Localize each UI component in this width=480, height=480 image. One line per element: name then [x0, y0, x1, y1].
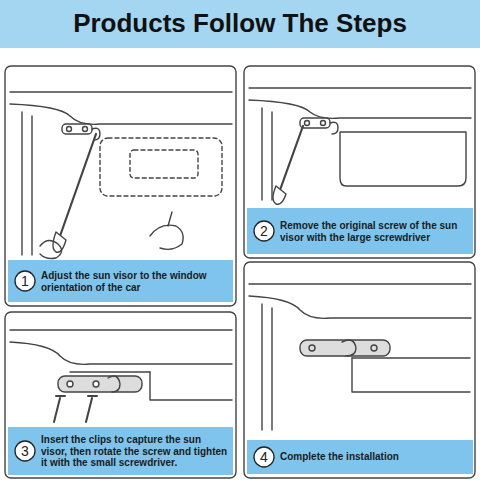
step-text: Remove the original screw of the sun vis… [280, 220, 469, 243]
screwdriver-shaft [280, 126, 303, 190]
screw-head [309, 345, 315, 351]
screwdriver-handle [273, 186, 286, 204]
step-number: 3 [14, 443, 36, 459]
visor-edge [352, 357, 470, 358]
step-number-circle: 1 [14, 270, 36, 292]
headliner-edge [249, 100, 471, 118]
circle-shape [15, 271, 35, 291]
screw-head [371, 345, 377, 351]
circle-shape [254, 447, 274, 467]
circle-shape [15, 441, 35, 461]
step-number: 4 [253, 449, 275, 465]
step-text: Insert the clips to capture the sun viso… [41, 434, 229, 469]
panel-frame [5, 312, 236, 478]
visor-hook [330, 122, 338, 134]
step-label-box: Complete the installation 4 [247, 440, 473, 474]
roof-edge [10, 329, 232, 330]
screw-head [305, 121, 310, 126]
clip-plate [58, 376, 142, 392]
mirror-outline [130, 150, 198, 178]
headliner-edge [249, 296, 471, 318]
pillar-line [271, 112, 272, 200]
headliner-edge [10, 104, 232, 124]
step-number-circle: 3 [14, 440, 36, 462]
screw [86, 398, 92, 422]
step-label-box: Insert the clips to capture the sun viso… [8, 427, 233, 475]
roof-edge [10, 91, 232, 92]
step-text: Adjust the sun visor to the window orien… [41, 270, 229, 293]
screw-hole [67, 381, 73, 387]
panel-frame [244, 262, 475, 478]
roof-edge [249, 87, 471, 88]
screwdriver-shaft [60, 134, 96, 236]
step-label-box: Adjust the sun visor to the window orien… [8, 260, 233, 302]
hand [150, 225, 183, 249]
sun-visor [352, 358, 470, 392]
step-number: 2 [253, 223, 275, 239]
panel-frame [5, 66, 236, 306]
visor-old-position [100, 138, 222, 196]
clip-plate [300, 340, 390, 356]
visor-edge [70, 371, 150, 372]
visor-hook [108, 376, 120, 392]
pillar-line [21, 112, 22, 255]
screw-head [83, 127, 88, 132]
screw-head [67, 127, 72, 132]
circle-shape [254, 221, 274, 241]
roof-edge [249, 283, 471, 284]
pillar-line [261, 304, 262, 430]
title-text: Products Follow The Steps [0, 8, 480, 38]
screw-head [88, 395, 97, 397]
headliner-edge [10, 342, 232, 364]
step-label-box: Remove the original screw of the sun vis… [247, 208, 473, 254]
pillar-line [271, 308, 272, 430]
sun-visor [340, 132, 466, 186]
finger [168, 212, 172, 226]
pillar-line [261, 108, 262, 200]
screw-head [56, 395, 65, 397]
visor-bracket [300, 118, 330, 128]
visor-hook [342, 340, 356, 356]
hand [40, 240, 62, 258]
step-number: 1 [14, 273, 36, 289]
step-text: Complete the installation [280, 451, 469, 463]
visor-bracket [62, 124, 92, 134]
pillar-line [31, 116, 32, 255]
screw-head [321, 121, 326, 126]
sun-visor [150, 372, 232, 400]
screw-hole [93, 381, 99, 387]
step-number-circle: 4 [253, 446, 275, 468]
panel-frame [244, 66, 475, 258]
step-number-circle: 2 [253, 220, 275, 242]
title-band: Products Follow The Steps [0, 0, 480, 48]
screw [54, 398, 60, 422]
